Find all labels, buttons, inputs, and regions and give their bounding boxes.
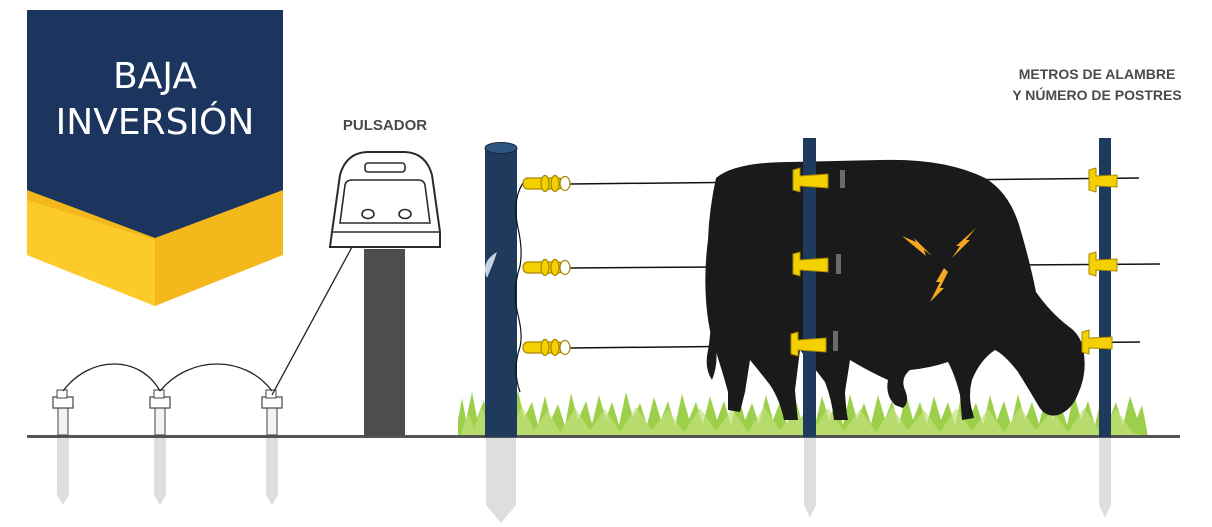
corner-insulator-bottom (522, 338, 571, 357)
post-2-insulator-top (1088, 167, 1118, 193)
post-1-insulator-top (792, 167, 829, 193)
shock-bolt-right (952, 228, 976, 258)
ground-rod-3-underground (266, 437, 278, 505)
banner-line-1: BAJA (113, 56, 197, 97)
fence-post-2 (1099, 138, 1111, 437)
pulsador-label: PULSADOR (343, 117, 427, 134)
baja-inversion-banner: BAJA INVERSIÓN (27, 10, 283, 306)
shock-bolt-lower (930, 268, 948, 302)
energizer-unit (328, 151, 441, 436)
corner-post-underground (486, 437, 516, 523)
post-1-insulator-bottom (790, 331, 827, 357)
shock-bolt-left (902, 236, 932, 256)
underground-rods (57, 437, 1111, 523)
corner-post (484, 142, 524, 437)
ground-wires (62, 246, 353, 396)
post-2-insulator-middle (1088, 251, 1118, 277)
fence-post-1-underground (804, 437, 816, 518)
ground-rod-1-underground (57, 437, 69, 505)
fence-post-1 (803, 138, 816, 437)
post-insulators (790, 167, 1118, 357)
fence-post-2-underground (1099, 437, 1111, 518)
metros-label-line-1: METROS DE ALAMBRE (1019, 66, 1176, 82)
electric-shock-bolt-icon (902, 228, 976, 302)
ground-rods (52, 246, 353, 436)
ground-rod-2-underground (154, 437, 166, 505)
corner-insulators (522, 174, 571, 357)
corner-insulator-middle (522, 258, 571, 277)
corner-insulator-top (522, 174, 571, 193)
metros-label-line-2: Y NÚMERO DE POSTRES (1012, 86, 1181, 103)
banner-navy-panel (27, 10, 283, 238)
ground-rod-2-icon (149, 389, 171, 436)
ground-line (27, 435, 1180, 438)
energizer-stand (364, 249, 405, 436)
post-2-insulator-bottom (1081, 329, 1113, 355)
cow-silhouette-icon (705, 159, 1085, 420)
post-1-insulator-middle (792, 251, 829, 277)
banner-yellow-highlight (27, 200, 155, 306)
banner-line-2: INVERSIÓN (56, 101, 255, 143)
ground-rod-1-icon (52, 389, 74, 436)
ground-rod-3-icon (261, 389, 283, 436)
electric-fence-energizer-icon (328, 151, 441, 248)
wire-sleeves (833, 170, 845, 351)
